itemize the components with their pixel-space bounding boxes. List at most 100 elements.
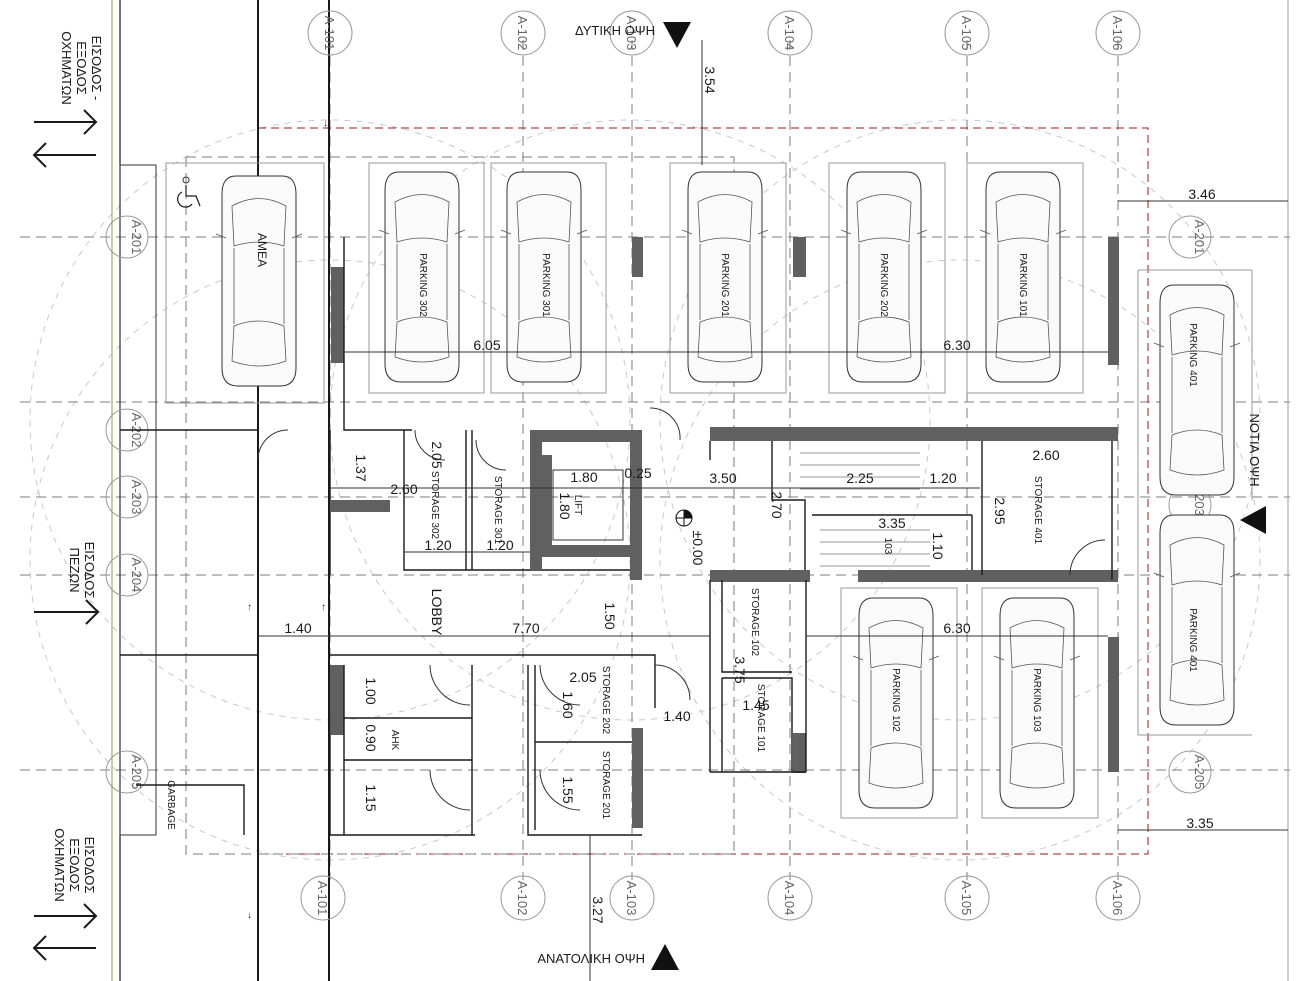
walkway-arrows: ↓ ↑ ↑ ↓	[247, 118, 328, 921]
dim-2-05-bottom: 2.05	[569, 669, 596, 685]
grid-bubbles-bottom: A-101 A-102 A-103 A-104 A-105 A-106	[300, 875, 1141, 921]
columns	[331, 237, 1119, 828]
grid-label-bottom: A-105	[959, 881, 974, 916]
dim-1-00: 1.00	[363, 677, 379, 704]
storage-401-label: STORAGE 401	[1032, 476, 1043, 545]
dim-1-10: 1.10	[930, 532, 946, 559]
grid-label-left: A-203	[129, 480, 144, 515]
parking-101-label: PARKING 101	[1017, 253, 1028, 317]
grid-label-bottom: A-103	[624, 881, 639, 916]
dim-3-35-right: 3.35	[1186, 815, 1213, 831]
elevation-markers: ΔΥΤΙΚΗ ΟΨΗ ΑΝΑΤΟΛΙΚΗ ΟΨΗ ΝΟΤΙΑ ΟΨΗ	[537, 22, 1266, 970]
garbage-label: GARBAGE	[165, 780, 176, 830]
dim-2-25: 2.25	[846, 470, 873, 486]
parking-401-top-label: PARKING 401	[1187, 323, 1198, 387]
accessible-symbol-icon	[177, 176, 201, 208]
dim-0-25: 0.25	[624, 465, 651, 481]
dim-2-70: 2.70	[769, 491, 785, 518]
arrow-down-icon: ↓	[323, 118, 328, 129]
vehicle-entrance-top-line1: ΕΙΣΟΔΟΣ -	[89, 36, 104, 101]
storage-302-label: STORAGE 302	[429, 471, 440, 540]
parking-202-label: PARKING 202	[878, 253, 889, 317]
vehicle-entrance-top-line3: ΟΧΗΜΑΤΩΝ	[59, 31, 74, 105]
grid-label-top: A-104	[782, 16, 797, 51]
grid-label-left: A-204	[129, 558, 144, 593]
parking-302-label: PARKING 302	[417, 253, 428, 317]
entrance-markers: ΕΙΣΟΔΟΣ - ΕΞΟΔΟΣ ΟΧΗΜΑΤΩΝ ΕΙΣΟΔΟΣ ΠΕΖΩΝ …	[32, 31, 104, 961]
grid-label-top: A-101	[322, 16, 337, 51]
arrow-up-icon: ↑	[247, 602, 252, 613]
dim-1-80-v: 1.80	[557, 492, 573, 519]
west-elevation-triangle-icon	[663, 22, 691, 48]
grid-label-left: A-201	[129, 220, 144, 255]
south-elevation-triangle-icon	[1240, 506, 1266, 534]
car-icon	[1153, 284, 1241, 496]
arrow-left-icon	[32, 935, 96, 961]
grid-label-bottom: A-102	[515, 881, 530, 916]
dim-1-50: 1.50	[602, 602, 618, 629]
pedestrian-entrance-line1: ΕΙΣΟΔΟΣ	[82, 542, 97, 599]
pedestrian-entrance-line2: ΠΕΖΩΝ	[67, 547, 82, 592]
parking-201-label: PARKING 201	[719, 253, 730, 317]
dim-2-95: 2.95	[992, 497, 1008, 524]
grid-label-right: A-205	[1192, 755, 1207, 790]
stair-label: 103	[882, 538, 893, 555]
grid-label-bottom: A-101	[315, 881, 330, 916]
vehicle-entrance-top-line2: ΕΞΟΔΟΣ	[74, 41, 89, 95]
parking-bays-bottom	[840, 587, 1099, 819]
west-elevation-label: ΔΥΤΙΚΗ ΟΨΗ	[575, 23, 655, 38]
parking-labels: ΑΜΕΑ PARKING 302 PARKING 301 PARKING 201…	[255, 233, 1198, 732]
dim-1-20-a: 1.20	[424, 537, 451, 553]
storage-201-label: STORAGE 201	[600, 751, 611, 820]
grid-label-bottom: A-106	[1110, 881, 1125, 916]
dim-2-60-right: 2.60	[1032, 447, 1059, 463]
grid-label-top: A-106	[1110, 16, 1125, 51]
parking-401-bottom-label: PARKING 401	[1187, 608, 1198, 672]
dimension-lines	[258, 40, 1288, 981]
parking-bays-top	[165, 162, 1084, 404]
grid-label-top: A-105	[959, 16, 974, 51]
layout-arcs	[29, 119, 1261, 861]
outlines	[119, 0, 1289, 981]
grid-bubbles-right: A-201 203 A-205	[1168, 215, 1212, 794]
dim-2-60-left: 2.60	[390, 481, 417, 497]
dim-3-54: 3.54	[702, 66, 718, 93]
dim-1-20-b: 1.20	[486, 537, 513, 553]
core-walls	[120, 237, 1118, 836]
parking-301-label: PARKING 301	[540, 253, 551, 317]
parking-103-label: PARKING 103	[1031, 668, 1042, 732]
storage-202-label: STORAGE 202	[600, 666, 611, 735]
south-elevation-label: ΝΟΤΙΑ ΟΨΗ	[1247, 414, 1262, 487]
arrow-up-icon: ↑	[321, 602, 326, 613]
level-marker-icon	[675, 509, 693, 527]
arrow-right-icon	[34, 903, 98, 929]
dim-6-30-bottom: 6.30	[943, 620, 970, 636]
grid-label-top: A-103	[624, 16, 639, 51]
car-icon	[215, 175, 303, 387]
dim-1-60: 1.60	[560, 691, 576, 718]
amea-label: ΑΜΕΑ	[255, 233, 269, 267]
lift-label: LIFT	[572, 495, 583, 516]
dim-3-75: 3.75	[732, 656, 748, 683]
storage-301-label: STORAGE 301	[492, 476, 503, 545]
arrow-right-icon	[34, 599, 100, 625]
dim-1-45: 1.45	[742, 697, 769, 713]
vehicle-entrance-bottom-line3: ΟΧΗΜΑΤΩΝ	[52, 828, 67, 902]
arrow-down-icon: ↓	[247, 910, 252, 921]
dim-1-15: 1.15	[363, 784, 379, 811]
dim-0-90: 0.90	[363, 724, 379, 751]
grid-label-bottom: A-104	[782, 881, 797, 916]
dim-3-27: 3.27	[590, 896, 606, 923]
grid-bubbles-top: A-101 A-102 A-103 A-104 A-105 A-106	[307, 10, 1141, 56]
grid-label-left: A-205	[129, 755, 144, 790]
lobby-label: LOBBY	[429, 589, 445, 636]
arrow-right-icon	[34, 109, 98, 135]
dim-6-30-top: 6.30	[943, 337, 970, 353]
vehicle-entrance-bottom-line1: ΕΙΣΟΔΟΣ	[82, 837, 97, 894]
dim-1-20-c: 1.20	[929, 470, 956, 486]
dim-1-55: 1.55	[560, 776, 576, 803]
dim-1-80-h: 1.80	[570, 469, 597, 485]
dimension-texts: 3.54 3.46 6.05 6.30 1.37 2.60 2.05 1.80 …	[284, 66, 1215, 923]
room-labels: STORAGE 302 STORAGE 301 LIFT STORAGE 401…	[165, 471, 1043, 830]
